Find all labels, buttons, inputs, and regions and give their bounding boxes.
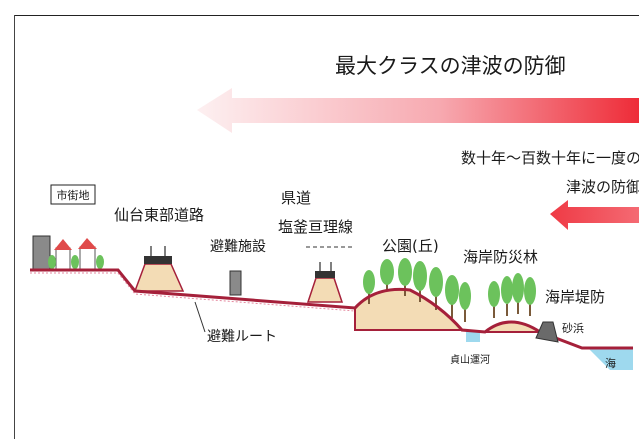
evac-facility-building	[229, 270, 242, 296]
ground-profile	[30, 268, 633, 350]
title-text: 最大クラスの津波の防御	[335, 54, 566, 78]
frame-left-border	[14, 15, 15, 439]
pref-road-label-1: 県道	[281, 189, 311, 207]
evac-route-label: 避難ルート	[207, 329, 277, 345]
sea-water	[588, 348, 633, 370]
pref-road-embankment	[306, 277, 344, 303]
park-trees	[363, 258, 471, 322]
east-road-label: 仙台東部道路	[114, 206, 204, 224]
frequent-tsunami-arrow	[550, 200, 639, 230]
seawall-structure	[535, 321, 559, 343]
city-buildings	[32, 235, 97, 271]
frequent-label-line2: 津波の防御	[566, 178, 639, 196]
pref-road-deck	[315, 271, 335, 278]
forest-label: 海岸防災林	[463, 248, 538, 266]
city-label-box	[50, 184, 96, 205]
frequent-label-line1: 数十年～百数十年に一度の	[461, 149, 639, 167]
park-label: 公園(丘)	[382, 237, 439, 255]
canal-label: 貞山運河	[450, 354, 490, 366]
east-road-embankment	[133, 263, 185, 292]
evac-facility-label: 避難施設	[210, 239, 266, 255]
seawall-label: 海岸堤防	[545, 288, 605, 306]
sea-label: 海	[605, 356, 616, 370]
evac-route-pointer	[194, 301, 206, 333]
forest-trees	[488, 273, 536, 318]
east-road-deck	[144, 256, 172, 264]
city-label: 市街地	[57, 188, 90, 202]
sand-label: 砂浜	[562, 322, 584, 335]
max-tsunami-arrow	[197, 88, 639, 133]
canal-water	[466, 330, 480, 342]
pref-road-label-2: 塩釜亘理線	[278, 218, 353, 236]
frame-top-border	[14, 15, 639, 16]
